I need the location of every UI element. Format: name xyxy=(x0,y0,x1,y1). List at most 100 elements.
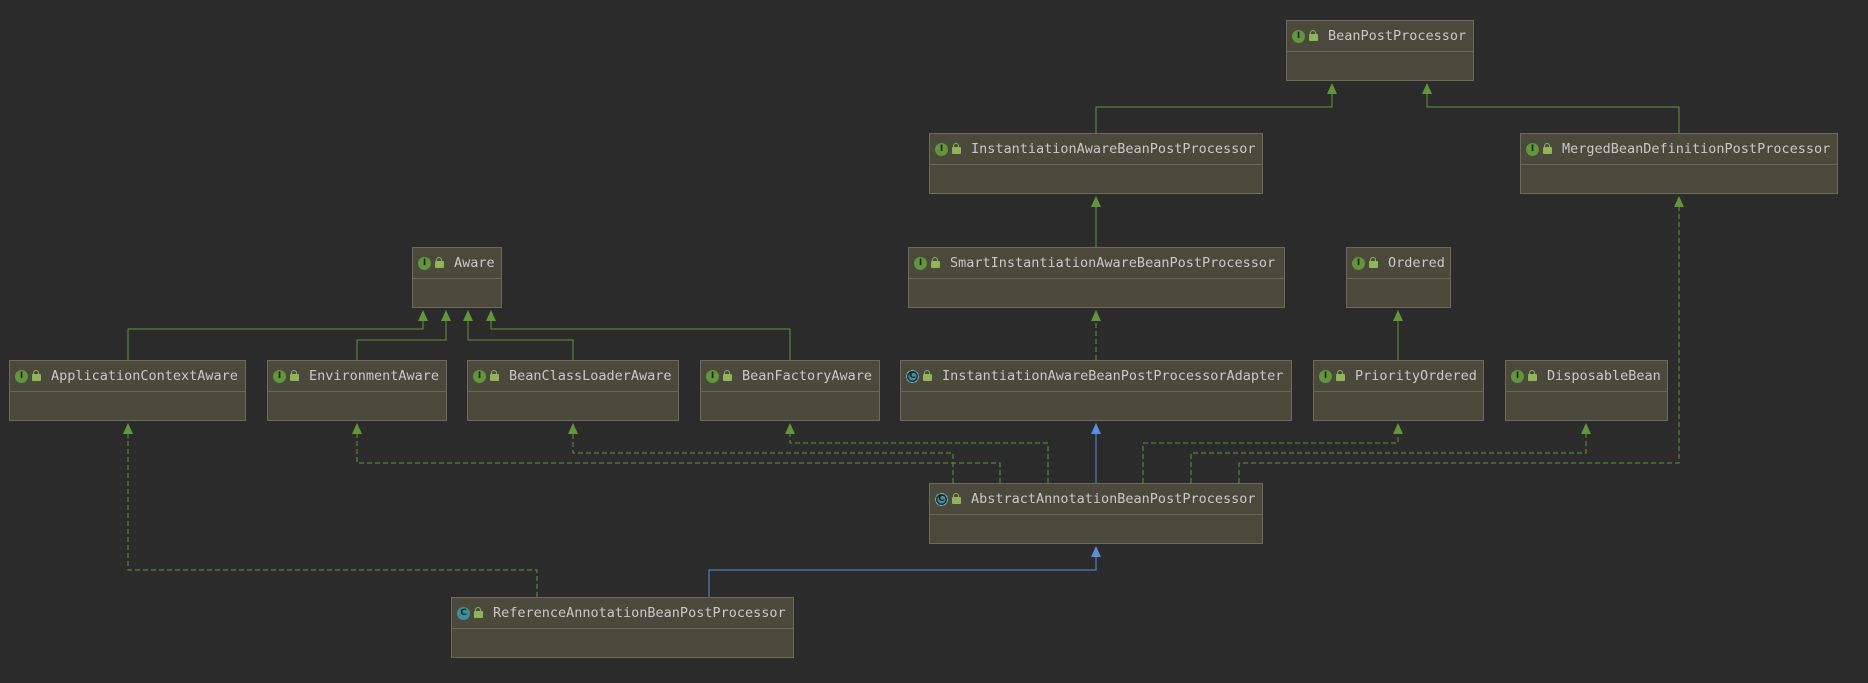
class-name: SmartInstantiationAwareBeanPostProcessor xyxy=(950,255,1276,271)
class-icon: C xyxy=(457,606,470,620)
class-node-divider xyxy=(901,391,1291,392)
interface-icon: I xyxy=(935,142,948,156)
edge-aabpp-to-bfa xyxy=(785,423,1049,483)
public-access-icon xyxy=(32,370,41,381)
inheritance-arrowhead xyxy=(1091,310,1101,321)
edge-aabpp-to-ea xyxy=(352,423,1001,483)
public-access-icon xyxy=(931,257,940,268)
inheritance-arrowhead xyxy=(785,423,795,434)
public-access-icon xyxy=(290,370,299,381)
public-access-icon xyxy=(435,257,444,268)
interface-icon: I xyxy=(273,369,286,383)
edge-rabpp-to-aca xyxy=(123,423,538,597)
class-node-divider xyxy=(930,514,1262,515)
public-access-icon xyxy=(923,370,932,381)
inheritance-arrowhead xyxy=(418,310,428,321)
inheritance-arrowhead xyxy=(1393,423,1403,434)
interface-icon: I xyxy=(1292,29,1305,43)
edge-iabpp-to-bpp xyxy=(1095,83,1337,133)
class-name: ApplicationContextAware xyxy=(51,368,238,384)
class-node-divider xyxy=(413,278,501,279)
class-node-divider xyxy=(909,278,1284,279)
public-access-icon xyxy=(952,143,961,154)
class-name: MergedBeanDefinitionPostProcessor xyxy=(1562,141,1831,157)
public-access-icon xyxy=(723,370,732,381)
edge-ea-to-aware xyxy=(356,310,451,360)
class-name: BeanFactoryAware xyxy=(742,368,873,384)
class-name: Ordered xyxy=(1388,255,1445,271)
edge-po-to-ordered xyxy=(1393,310,1403,360)
inheritance-arrowhead xyxy=(123,423,133,434)
interface-icon: I xyxy=(1526,142,1539,156)
class-name: PriorityOrdered xyxy=(1355,368,1477,384)
class-node-divider xyxy=(1314,391,1483,392)
edge-bfa-to-aware xyxy=(486,310,791,360)
class-name: AbstractAnnotationBeanPostProcessor xyxy=(971,491,1256,507)
class-node-aabpp[interactable]: C AbstractAnnotationBeanPostProcessor xyxy=(929,483,1263,544)
edge-aabpp-to-iabppa xyxy=(1091,423,1101,483)
class-node-divider xyxy=(452,628,793,629)
public-access-icon xyxy=(952,493,961,504)
inheritance-arrowhead xyxy=(463,310,473,321)
inheritance-arrowhead xyxy=(1422,83,1432,94)
class-node-bpp[interactable]: I BeanPostProcessor xyxy=(1286,20,1474,81)
inheritance-arrowhead xyxy=(1091,196,1101,207)
class-node-ea[interactable]: I EnvironmentAware xyxy=(267,360,447,421)
edge-aabpp-to-bcla xyxy=(568,423,954,483)
public-access-icon xyxy=(474,607,483,618)
class-name: DisposableBean xyxy=(1547,368,1661,384)
inheritance-arrowhead xyxy=(1091,423,1101,434)
edge-mbdpp-to-bpp xyxy=(1422,83,1680,133)
edge-bcla-to-aware xyxy=(463,310,574,360)
edge-iabppa-to-siabpp xyxy=(1091,310,1101,360)
inheritance-arrowhead xyxy=(1674,196,1684,207)
inheritance-arrowhead xyxy=(1393,310,1403,321)
class-node-divider xyxy=(1521,164,1837,165)
edge-aabpp-to-mbdpp xyxy=(1238,196,1684,483)
inheritance-arrowhead xyxy=(1327,83,1337,94)
class-node-divider xyxy=(930,164,1262,165)
interface-icon: I xyxy=(473,369,486,383)
edge-aca-to-aware xyxy=(127,310,428,360)
class-node-mbdpp[interactable]: I MergedBeanDefinitionPostProcessor xyxy=(1520,133,1838,194)
class-name: BeanPostProcessor xyxy=(1328,28,1467,44)
interface-icon: I xyxy=(1352,256,1365,270)
inheritance-arrowhead xyxy=(352,423,362,434)
edge-aabpp-to-db xyxy=(1190,423,1591,483)
edge-rabpp-to-aabpp xyxy=(708,546,1101,597)
class-node-divider xyxy=(1347,278,1450,279)
class-node-bcla[interactable]: I BeanClassLoaderAware xyxy=(467,360,679,421)
class-node-ordered[interactable]: I Ordered xyxy=(1346,247,1451,308)
public-access-icon xyxy=(1369,257,1378,268)
abstract-icon: C xyxy=(935,492,948,506)
class-node-divider xyxy=(1506,391,1667,392)
class-name: BeanClassLoaderAware xyxy=(509,368,672,384)
public-access-icon xyxy=(1543,143,1552,154)
public-access-icon xyxy=(1309,30,1318,41)
public-access-icon xyxy=(1528,370,1537,381)
edge-aabpp-to-po xyxy=(1142,423,1403,483)
class-node-divider xyxy=(1287,51,1473,52)
class-name: EnvironmentAware xyxy=(309,368,440,384)
inheritance-arrowhead xyxy=(1581,423,1591,434)
abstract-icon: C xyxy=(906,369,919,383)
